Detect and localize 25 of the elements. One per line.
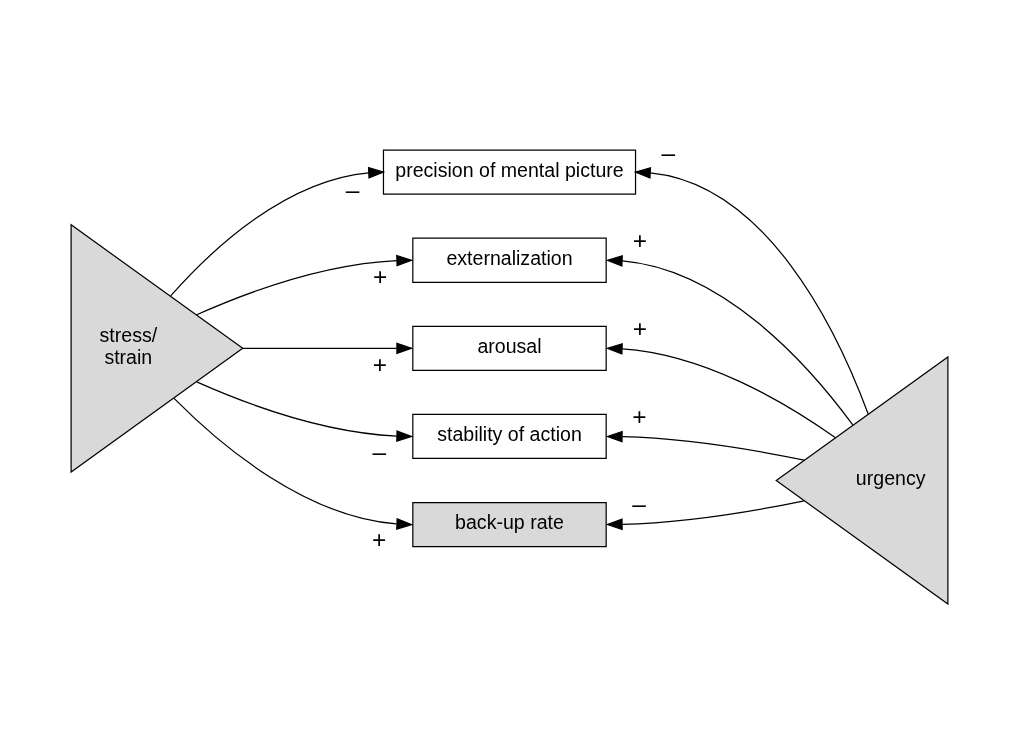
arrow	[242, 342, 414, 355]
node-box: arousal	[412, 325, 607, 371]
arrow	[605, 254, 854, 426]
node-box: precision of mental picture	[382, 149, 637, 195]
edge-label: +	[371, 525, 387, 553]
edge-label: –	[661, 139, 675, 167]
edge-label: –	[345, 176, 360, 204]
arrow	[605, 430, 805, 461]
arrow	[605, 500, 805, 531]
edge-label: –	[372, 438, 387, 466]
edge-label: +	[632, 402, 647, 430]
node-box: back-up rate	[412, 501, 607, 548]
edge-label: +	[373, 263, 388, 291]
arrow	[196, 381, 414, 443]
arrow	[633, 166, 869, 415]
arrow	[173, 397, 414, 530]
edge-label: +	[632, 227, 648, 255]
arrow	[170, 166, 386, 297]
arrow	[196, 254, 414, 316]
arrow	[605, 342, 836, 439]
node-box: stability of action	[412, 413, 607, 460]
node-box: externalization	[412, 237, 607, 283]
edge-label: +	[372, 350, 387, 378]
edge-label: +	[632, 315, 647, 343]
edge-label: –	[632, 489, 646, 517]
